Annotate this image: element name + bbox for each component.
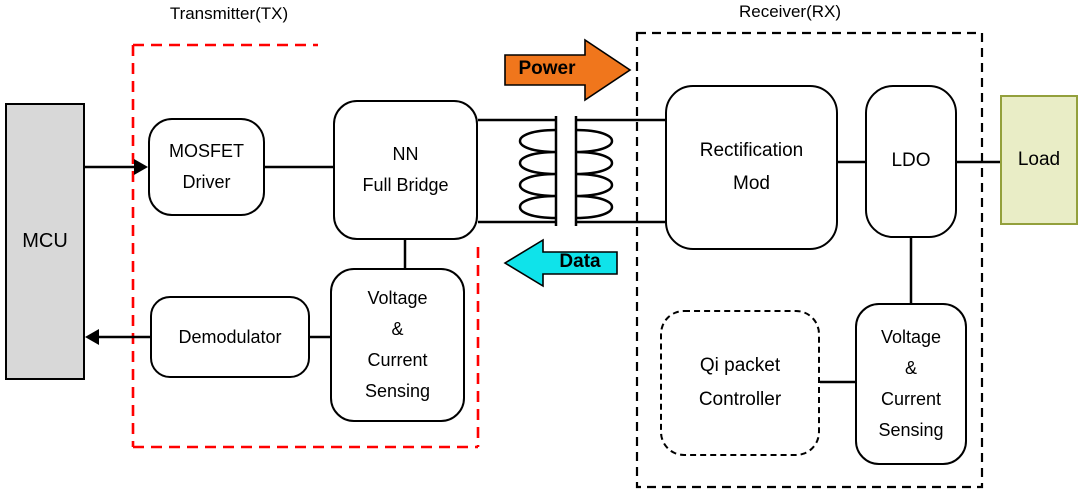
demodulator-label: Demodulator [178, 326, 282, 347]
rx-boundary [635, 31, 984, 489]
tx-boundary [131, 43, 480, 449]
block-ldo: LDO [865, 85, 957, 238]
power-arrow-label: Power [518, 58, 576, 79]
block-nn-full-bridge: NN Full Bridge [333, 100, 478, 240]
rx-sensing-line-1: Voltage [880, 327, 942, 348]
tx-sensing-line-3: Current [367, 350, 428, 370]
tx-sensing-line-4: Sensing [364, 380, 431, 401]
ldo-label: LDO [891, 150, 931, 172]
power-arrow [504, 38, 632, 102]
rx-sensing-line-3: Current [880, 389, 942, 409]
block-load: Load [1000, 95, 1078, 225]
tx-title: Transmitter(TX) [169, 4, 289, 23]
mcu-label: MCU [22, 230, 68, 253]
qi-packet-line-1: Qi packet [699, 354, 781, 376]
rx-sensing-line-4: Sensing [878, 419, 944, 440]
transformer-coils [478, 116, 665, 226]
rectification-mod-line-1: Rectification [699, 139, 804, 161]
arrowhead-into-mcu [85, 329, 99, 345]
rx-title: Receiver(RX) [738, 2, 842, 21]
coil-secondary-windings [575, 128, 613, 220]
load-label: Load [1017, 148, 1061, 170]
mosfet-driver-line-2: Driver [182, 172, 231, 192]
block-rx-sensing: Voltage & Current Sensing [855, 303, 967, 465]
data-arrow [503, 238, 618, 288]
rx-sensing-line-2: & [904, 358, 917, 379]
arrowhead-into-mosfet [134, 159, 148, 175]
mosfet-driver-line-1: MOSFET [169, 141, 244, 162]
block-qi-packet-controller: Qi packet Controller [660, 310, 820, 456]
block-tx-sensing: Voltage & Current Sensing [330, 268, 465, 422]
coil-primary-windings [519, 128, 557, 220]
data-arrow-label: Data [559, 251, 601, 272]
tx-sensing-line-1: Voltage [367, 288, 428, 309]
block-mosfet-driver: MOSFET Driver [148, 118, 265, 216]
qi-packet-line-2: Controller [698, 389, 782, 410]
nn-full-bridge-line-1: NN [392, 144, 419, 165]
rectification-mod-line-2: Mod [733, 172, 770, 194]
block-demodulator: Demodulator [150, 296, 310, 378]
block-rectification-mod: Rectification Mod [665, 85, 838, 250]
nn-full-bridge-line-2: Full Bridge [362, 175, 449, 195]
block-mcu: MCU [5, 103, 85, 380]
tx-sensing-line-2: & [391, 319, 404, 340]
